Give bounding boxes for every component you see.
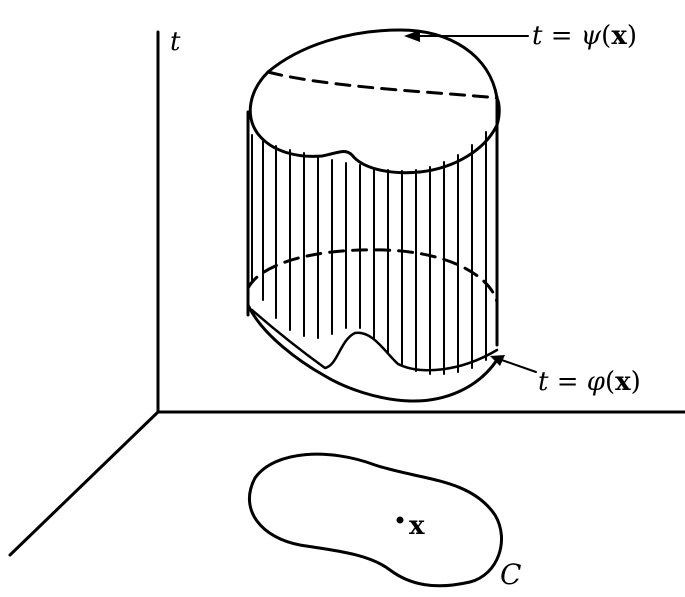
axes bbox=[8, 30, 685, 557]
upper-surface-front-edge bbox=[248, 70, 501, 175]
lower-surface-inner-contour bbox=[250, 308, 499, 372]
upper-surface-rim bbox=[266, 28, 499, 100]
lower-surface-label: t = φ(x) bbox=[538, 367, 641, 397]
curve-c bbox=[248, 452, 504, 588]
point-label: x bbox=[409, 511, 425, 541]
upper-arrow-head bbox=[404, 30, 420, 42]
upper-surface-label: t = ψ(x) bbox=[532, 21, 637, 51]
cylinder-outline bbox=[246, 95, 499, 347]
upper-surface bbox=[248, 28, 501, 175]
lower-surface bbox=[246, 248, 499, 403]
base-region bbox=[248, 452, 504, 588]
upper-label-leader bbox=[404, 30, 529, 42]
point-marker bbox=[396, 516, 404, 524]
curve-c-label: C bbox=[500, 558, 521, 591]
t-axis-label: t bbox=[170, 27, 181, 57]
lower-surface-front-edge bbox=[246, 303, 499, 403]
upper-surface-hidden-rim bbox=[266, 70, 499, 100]
lower-label-leader bbox=[490, 355, 537, 373]
lower-surface-hidden-rim bbox=[246, 248, 499, 304]
depth-axis bbox=[8, 410, 160, 557]
lower-arrow-head bbox=[490, 355, 505, 366]
